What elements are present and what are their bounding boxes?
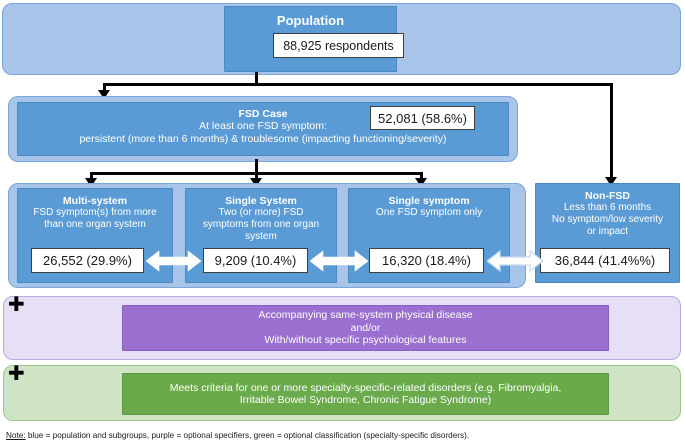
specifier-line-3: With/without specific psychological feat… (264, 334, 467, 347)
fsd-case-line2: persistent (more than 6 months) & troubl… (79, 132, 447, 145)
fsd-case-title: FSD Case (238, 108, 288, 120)
classification-line-1: Meets criteria for one or more specialty… (169, 381, 562, 394)
plus-icon-classification: ✚ (8, 361, 25, 385)
single-system-desc-1: Two (or more) FSD (218, 207, 304, 219)
arrowhead-non-fsd (605, 177, 617, 186)
note-caption: Note: blue = population and subgroups, p… (6, 431, 469, 440)
multi-system-title: Multi-system (62, 195, 128, 207)
single-system-value: 9,209 (10.4%) (203, 248, 308, 273)
single-symptom-value: 16,320 (18.4%) (369, 248, 484, 273)
arrowhead-multi-system (85, 178, 97, 187)
single-system-title: Single System (225, 195, 297, 207)
specifier-line-2: and/or (350, 321, 381, 334)
double-arrow-symptom-non-fsd (487, 250, 543, 272)
population-title: Population (276, 13, 345, 28)
population-value: 88,925 respondents (273, 33, 404, 58)
non-fsd-desc-3: or impact (586, 225, 629, 237)
connector-population-split (103, 83, 612, 86)
note-text: blue = population and subgroups, purple … (25, 431, 470, 440)
specifier-inner-box: Accompanying same-system physical diseas… (122, 305, 609, 351)
connector-to-non-fsd (610, 83, 613, 180)
double-arrow-single-system-symptom (310, 250, 368, 272)
single-symptom-title: Single symptom (388, 195, 470, 207)
connector-population-stem (255, 72, 258, 85)
multi-system-value: 26,552 (29.9%) (31, 248, 144, 273)
non-fsd-value: 36,844 (41.4%%) (540, 248, 670, 273)
connector-to-multi-system (90, 172, 93, 181)
single-system-desc-3: system (245, 230, 277, 242)
connector-to-single-symptom (420, 172, 423, 181)
connector-to-single-system (255, 172, 258, 181)
non-fsd-title: Non-FSD (585, 190, 630, 202)
specifier-line-1: Accompanying same-system physical diseas… (258, 309, 473, 322)
plus-icon-specifier: ✚ (8, 292, 25, 316)
single-symptom-desc-1: One FSD symptom only (375, 207, 483, 219)
non-fsd-desc-2: No symptom/low severity (551, 214, 664, 226)
classification-line-2: Irritable Bowel Syndrome, Chronic Fatigu… (239, 394, 492, 406)
arrowhead-fsd-case (98, 90, 110, 99)
classification-inner-box: Meets criteria for one or more specialty… (122, 373, 609, 415)
arrowhead-single-symptom (415, 178, 427, 187)
non-fsd-desc-1: Less than 6 months (563, 202, 652, 214)
double-arrow-multi-single-system (146, 250, 201, 272)
connector-to-fsd-case (103, 83, 106, 92)
single-system-desc-2: symptoms from one organ (202, 219, 320, 231)
fsd-case-value: 52,081 (58.6%) (370, 106, 475, 130)
arrowhead-single-system (250, 178, 262, 187)
multi-system-desc-1: FSD symptom(s) from more (33, 207, 157, 219)
connector-fsd-stem (255, 159, 258, 174)
fsd-case-line1: At least one FSD symptom: (199, 120, 327, 133)
multi-system-desc-2: than one organ system (44, 219, 146, 231)
note-label: Note: (6, 431, 26, 440)
